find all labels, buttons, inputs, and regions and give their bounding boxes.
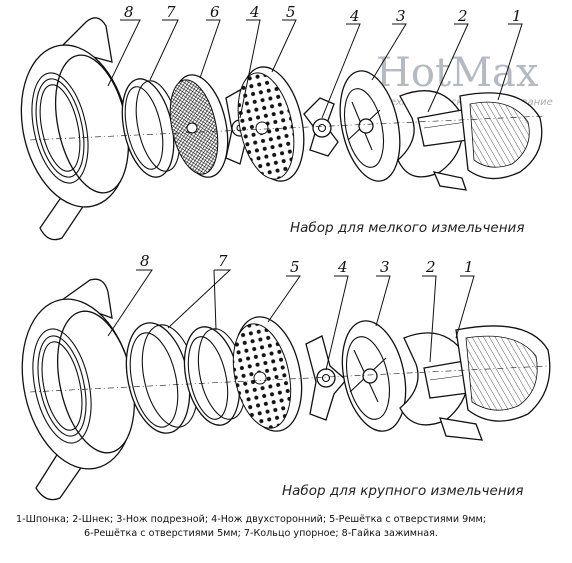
coarse-callout-8: 8 [140,252,150,270]
fine-part-8-clamping-nut [20,17,130,241]
coarse-part-2-auger [399,332,483,441]
coarse-callout-5: 5 [290,258,300,276]
coarse-part-4-double-knife [305,335,347,421]
fine-callout-7: 7 [166,3,176,21]
fine-callout-6: 6 [210,3,220,21]
fine-set-assembly [20,17,546,241]
coarse-callout-7: 7 [218,252,228,270]
fine-callout-4: 4 [249,3,260,21]
coarse-part-5-plate-9mm [232,316,303,432]
fine-callout-1: 1 [512,7,522,25]
fine-set-callouts: 8 7 6 4 5 4 3 2 1 [124,3,522,25]
fine-part-3-cutting-knife [339,70,401,182]
fine-part-7-support-ring [121,78,181,178]
fine-callout-2: 2 [457,7,468,25]
legend-line-2: 6-Решётка с отверстиями 5мм; 7-Кольцо уп… [84,528,438,539]
watermark-brand: HotMax [376,50,539,96]
fine-part-5-plate-9mm [237,66,305,182]
coarse-part-1-key [455,325,551,422]
fine-callout-3: 3 [396,7,406,25]
coarse-callout-2: 2 [425,258,436,276]
coarse-part-7-support-ring-b [183,326,247,426]
fine-callout-5: 5 [286,3,296,21]
fine-part-4b-double-knife [303,97,339,157]
coarse-callout-1: 1 [464,258,474,276]
coarse-part-8-clamping-nut [21,278,135,501]
coarse-callout-4: 4 [337,258,348,276]
fine-part-6-plate-5mm [169,74,229,178]
fine-part-1-key [459,92,543,180]
fine-set-caption: Набор для мелкого измельчения [290,220,524,236]
coarse-set-assembly [21,278,551,501]
fine-set-leaders [107,19,523,119]
coarse-set-caption: Набор для крупного измельчения [282,483,524,499]
coarse-callout-3: 3 [380,258,390,276]
fine-part-2-auger [397,90,469,191]
legend-line-1: 1-Шпонка; 2-Шнек; 3-Нож подрезной; 4-Нож… [16,514,486,525]
fine-callout-8: 8 [124,3,134,21]
coarse-part-3-cutting-knife [341,320,407,432]
legend: 1-Шпонка; 2-Шнек; 3-Нож подрезной; 4-Нож… [16,514,486,539]
coarse-set-leaders [107,269,475,371]
fine-callout-4b: 4 [349,7,360,25]
coarse-set-callouts: 8 7 5 4 3 2 1 [140,252,474,276]
